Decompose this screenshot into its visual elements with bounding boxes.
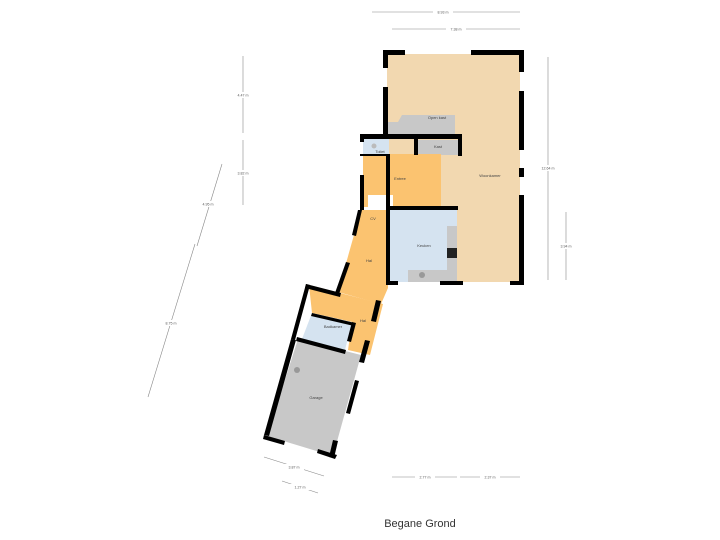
dimension-top-overall: 8.93 m — [372, 9, 520, 15]
label-kast: Kast — [434, 144, 443, 149]
dimension-diag-lower: 8.75 m — [147, 243, 196, 398]
svg-text:8.75 m: 8.75 m — [166, 322, 177, 326]
svg-text:12.64 m: 12.64 m — [542, 167, 555, 171]
dimension-bottom-right: 2.37 m — [460, 474, 520, 480]
label-hal-upper: Hal — [366, 258, 372, 263]
label-open-kast: Open kast — [428, 115, 447, 120]
svg-text:3.94 m: 3.94 m — [561, 245, 572, 249]
dimension-left-upper: 4.47 m — [233, 56, 253, 133]
dimension-right-overall: 12.64 m — [538, 57, 558, 280]
room-hal-lower — [309, 285, 383, 355]
dimension-bottom-garage-inner: 1.27 m — [281, 480, 319, 494]
dimension-top-living: 7.38 m — [392, 26, 520, 32]
svg-text:4.47 m: 4.47 m — [238, 94, 249, 98]
svg-text:4.95 m: 4.95 m — [203, 203, 214, 207]
dimension-left-lower: 3.82 m — [233, 140, 253, 205]
sink-icon — [419, 272, 425, 278]
label-hal-lower: Hal — [360, 318, 366, 323]
floor-title: Begane Grond — [384, 518, 456, 530]
room-garage — [267, 339, 361, 456]
room-hal-upper — [338, 210, 388, 304]
dimension-bottom-garage: 3.87 m — [263, 456, 325, 477]
label-woonkamer: Woonkamer — [479, 173, 501, 178]
svg-text:3.87 m: 3.87 m — [289, 466, 300, 470]
svg-text:2.77 m: 2.77 m — [420, 476, 431, 480]
room-open-kast — [387, 115, 455, 135]
hob-icon — [447, 248, 457, 258]
label-toilet: Toilet — [375, 149, 385, 154]
svg-text:2.37 m: 2.37 m — [485, 476, 496, 480]
dimension-diag-upper: 4.95 m — [196, 163, 223, 247]
svg-text:7.38 m: 7.38 m — [451, 28, 462, 32]
walls — [263, 50, 524, 459]
svg-text:3.82 m: 3.82 m — [238, 172, 249, 176]
label-entree: Entree — [394, 176, 407, 181]
dimension-right-kitchen: 3.94 m — [556, 212, 576, 280]
label-cv: CV — [370, 216, 376, 221]
toilet-icon — [371, 143, 377, 149]
boiler-icon — [294, 367, 300, 373]
dimension-bottom-left: 2.77 m — [392, 474, 457, 480]
svg-text:1.27 m: 1.27 m — [295, 486, 306, 490]
label-badkamer: Badkamer — [324, 324, 343, 329]
room-kast — [418, 140, 458, 155]
svg-text:8.93 m: 8.93 m — [438, 11, 449, 15]
label-garage: Garage — [309, 395, 323, 400]
label-keuken: Keuken — [417, 243, 431, 248]
